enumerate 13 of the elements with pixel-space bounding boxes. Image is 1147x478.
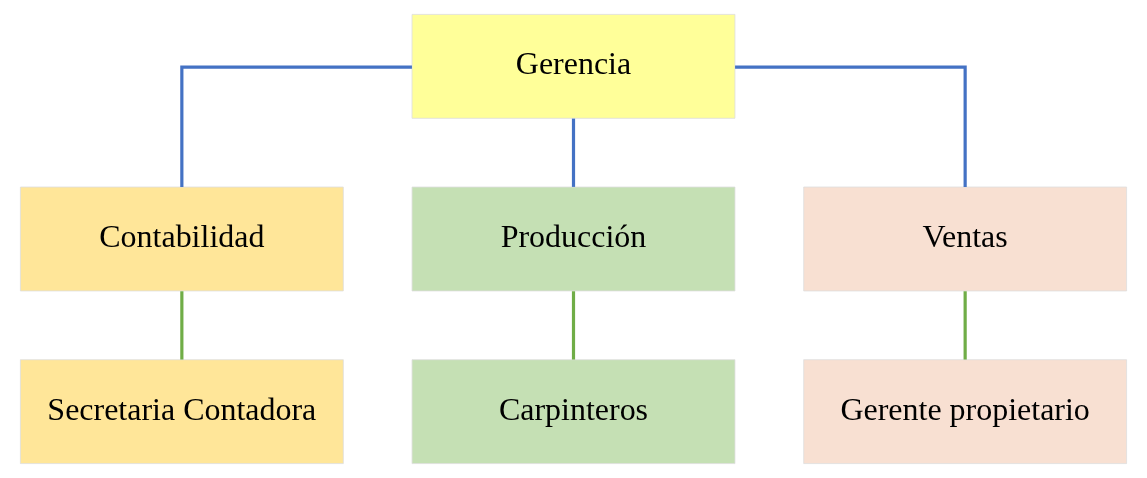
node-box: Contabilidad	[20, 186, 344, 292]
node-box: Secretaria Contadora	[20, 359, 344, 464]
connector	[180, 291, 184, 360]
connector	[735, 65, 967, 187]
node-box: Ventas	[803, 186, 1127, 292]
node-box: Gerencia	[411, 14, 736, 119]
connector	[571, 118, 576, 187]
node-box: Carpinteros	[411, 359, 736, 464]
node-box: Gerente propietario	[803, 359, 1127, 464]
connector	[963, 291, 967, 360]
connector	[571, 291, 576, 360]
connector	[180, 65, 412, 187]
node-box: Producción	[411, 186, 736, 292]
